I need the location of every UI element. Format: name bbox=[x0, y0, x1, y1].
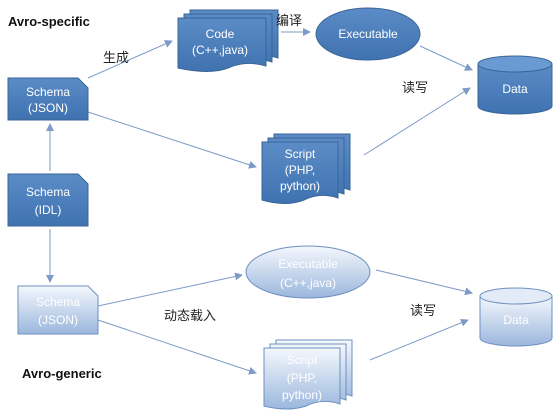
arrow-schema-to-script bbox=[87, 111, 257, 169]
edge-label-read-write-bottom: 读写 bbox=[410, 304, 437, 319]
generic-schema-json-line2: (JSON) bbox=[38, 313, 78, 327]
generic-executable-node: Executable (C++,java) bbox=[245, 245, 371, 299]
generic-executable-line2: (C++,java) bbox=[280, 276, 336, 290]
specific-schema-json-line1: Schema bbox=[26, 85, 70, 99]
arrow-generic-script-to-data bbox=[369, 318, 469, 361]
section-title-specific: Avro-specific bbox=[8, 14, 90, 29]
code-line2: (C++,java) bbox=[192, 43, 248, 57]
schema-idl-line1: Schema bbox=[26, 185, 70, 199]
specific-script-line3: python) bbox=[280, 179, 320, 193]
schema-idl-line2: (IDL) bbox=[35, 203, 62, 217]
arrow-script-to-data bbox=[363, 87, 471, 156]
specific-schema-json-line2: (JSON) bbox=[28, 101, 68, 115]
code-node: Code (C++,java) bbox=[177, 9, 279, 72]
specific-data-label: Data bbox=[502, 82, 528, 96]
specific-script-line2: (PHP, bbox=[285, 163, 315, 177]
edge-label-generate: 生成 bbox=[103, 51, 130, 66]
generic-script-line2: (PHP, bbox=[287, 371, 317, 385]
arrow-generic-schema-to-executable bbox=[97, 272, 243, 307]
arrows bbox=[46, 28, 473, 375]
specific-script-line1: Script bbox=[285, 147, 316, 161]
arrow-executable-to-data bbox=[419, 45, 473, 71]
specific-data-node: Data bbox=[477, 55, 553, 115]
edge-label-dynamic-load: 动态载入 bbox=[164, 309, 217, 324]
arrow-schema-to-code bbox=[87, 40, 173, 79]
section-title-generic: Avro-generic bbox=[22, 366, 102, 381]
executable-node: Executable bbox=[315, 7, 421, 61]
generic-schema-json-line1: Schema bbox=[36, 295, 80, 309]
executable-label: Executable bbox=[338, 27, 398, 41]
schema-idl-node: Schema (IDL) bbox=[7, 173, 89, 227]
specific-script-node: Script (PHP, python) bbox=[261, 133, 351, 204]
edge-label-read-write-top: 读写 bbox=[402, 81, 429, 96]
generic-schema-json-node: Schema (JSON) bbox=[17, 285, 99, 335]
generic-data-node: Data bbox=[479, 287, 553, 347]
generic-executable-line1: Executable bbox=[278, 257, 338, 271]
generic-script-node: Script (PHP, python) bbox=[263, 339, 353, 410]
specific-schema-json-node: Schema (JSON) bbox=[7, 77, 89, 121]
arrow-generic-executable-to-data bbox=[375, 269, 473, 296]
generic-data-label: Data bbox=[503, 313, 529, 327]
code-line1: Code bbox=[206, 27, 235, 41]
edge-label-compile: 编译 bbox=[276, 14, 303, 29]
generic-script-line3: python) bbox=[282, 388, 322, 402]
generic-script-line1: Script bbox=[287, 353, 318, 367]
arrow-generic-schema-to-script bbox=[97, 319, 257, 375]
